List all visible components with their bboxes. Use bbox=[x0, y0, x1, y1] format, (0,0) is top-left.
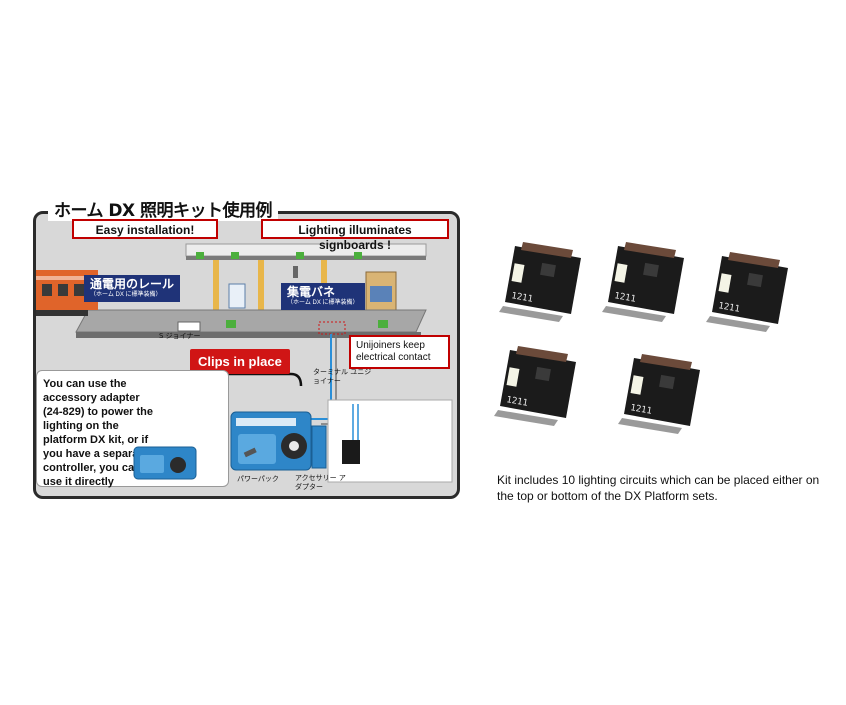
train-bogie bbox=[36, 310, 88, 316]
chip-clip-top bbox=[521, 242, 573, 258]
pillar bbox=[213, 260, 219, 315]
diagram-title: ホーム DX 照明キット使用例 bbox=[48, 196, 279, 221]
chip-led bbox=[718, 273, 732, 293]
chip-component bbox=[659, 374, 675, 390]
label-spring-sub: （ホーム DX に標準装備） bbox=[287, 299, 359, 306]
separate-controller-illustration bbox=[133, 446, 197, 480]
chip-board bbox=[712, 256, 788, 324]
chip-marking: 1211 bbox=[717, 301, 740, 315]
label-rail-sub: （ホーム DX に標準装備） bbox=[90, 291, 162, 298]
callout-easy-installation: Easy installation! bbox=[72, 219, 218, 239]
chip-marking: 1211 bbox=[629, 403, 652, 417]
info-text: You can use the accessory adapter (24-82… bbox=[43, 378, 154, 488]
chip-led bbox=[630, 375, 644, 395]
inset-wire bbox=[352, 404, 359, 442]
light-module bbox=[296, 252, 304, 259]
label-powerpack: パワーパック bbox=[237, 475, 279, 483]
chip-component bbox=[643, 262, 659, 278]
light-module bbox=[231, 252, 239, 259]
lighting-circuit-chip: 1211 bbox=[602, 242, 684, 322]
chip-board bbox=[505, 246, 581, 314]
unijoiner-highlight bbox=[318, 321, 346, 335]
chip-clip-top bbox=[624, 242, 676, 258]
callout-lighting-signboards: Lighting illuminates signboards ! bbox=[261, 219, 449, 252]
chip-component bbox=[747, 272, 763, 288]
chip-led bbox=[511, 263, 525, 283]
product-caption: Kit includes 10 lighting circuits which … bbox=[497, 473, 820, 503]
lighting-circuit-chip: 1211 bbox=[494, 346, 576, 426]
label-rail: 通電用のレール （ホーム DX に標準装備） bbox=[84, 275, 181, 302]
info-box: You can use the accessory adapter (24-82… bbox=[36, 370, 229, 488]
light-module bbox=[226, 320, 236, 328]
lighting-circuit-chip: 1211 bbox=[499, 242, 581, 322]
signboard bbox=[228, 283, 246, 309]
chip-clip-bottom bbox=[494, 410, 558, 426]
label-terminal-unijoiner: ターミナル ユニジョイナー bbox=[313, 368, 372, 385]
callout-unijoiners: Unijoiners keep electrical contact bbox=[349, 335, 450, 369]
powerpack-label bbox=[236, 418, 296, 426]
chip-clip-top bbox=[728, 252, 780, 268]
powerpack-panel bbox=[238, 434, 276, 464]
knob-cap bbox=[289, 441, 299, 451]
train-window bbox=[58, 284, 68, 296]
chip-clip-top bbox=[516, 346, 568, 362]
chip-led bbox=[506, 367, 520, 387]
chip-component bbox=[540, 262, 556, 278]
chip-board bbox=[608, 246, 684, 314]
chip-board bbox=[500, 350, 576, 418]
label-clips-in-place: Clips in place bbox=[190, 349, 290, 374]
chip-clip-bottom bbox=[706, 316, 770, 332]
light-module bbox=[196, 252, 204, 259]
inset-connector bbox=[342, 440, 360, 464]
roof-rail bbox=[186, 256, 426, 260]
label-spring: 集電バネ （ホーム DX に標準装備） bbox=[281, 283, 365, 310]
chip-marking: 1211 bbox=[505, 395, 528, 409]
diagram-illustration bbox=[36, 243, 453, 483]
chip-board bbox=[624, 358, 700, 426]
label-s-joiner: S ジョイナー bbox=[159, 332, 201, 340]
platform-base bbox=[75, 309, 427, 333]
train-stripe bbox=[36, 276, 98, 280]
controller-panel bbox=[140, 455, 164, 473]
controller-knob bbox=[170, 457, 186, 473]
chip-clip-top bbox=[640, 354, 692, 370]
light-module bbox=[378, 320, 388, 328]
chip-led bbox=[614, 263, 628, 283]
pillar bbox=[321, 260, 327, 300]
chip-clip-bottom bbox=[602, 306, 666, 322]
pillar bbox=[258, 260, 264, 322]
chip-marking: 1211 bbox=[510, 291, 533, 305]
light-module bbox=[354, 252, 362, 259]
chip-marking: 1211 bbox=[613, 291, 636, 305]
label-rail-title: 通電用のレール bbox=[90, 277, 175, 291]
chip-component bbox=[535, 366, 551, 382]
chip-clip-bottom bbox=[499, 306, 563, 322]
accessory-adapter bbox=[311, 425, 327, 469]
powerpack-lever bbox=[243, 447, 257, 458]
front-rail bbox=[76, 332, 421, 338]
lighting-circuit-chip: 1211 bbox=[618, 354, 700, 434]
lighting-circuit-chip: 1211 bbox=[706, 252, 788, 332]
chip-clip-bottom bbox=[618, 418, 682, 434]
kiosk-window bbox=[370, 286, 392, 302]
train-window bbox=[42, 284, 52, 296]
label-accessory-adapter: アクセサリー アダプター bbox=[295, 474, 346, 491]
train-window bbox=[74, 284, 84, 296]
s-joiner bbox=[177, 321, 201, 332]
lamp bbox=[293, 266, 298, 278]
label-spring-title: 集電バネ bbox=[287, 285, 336, 299]
